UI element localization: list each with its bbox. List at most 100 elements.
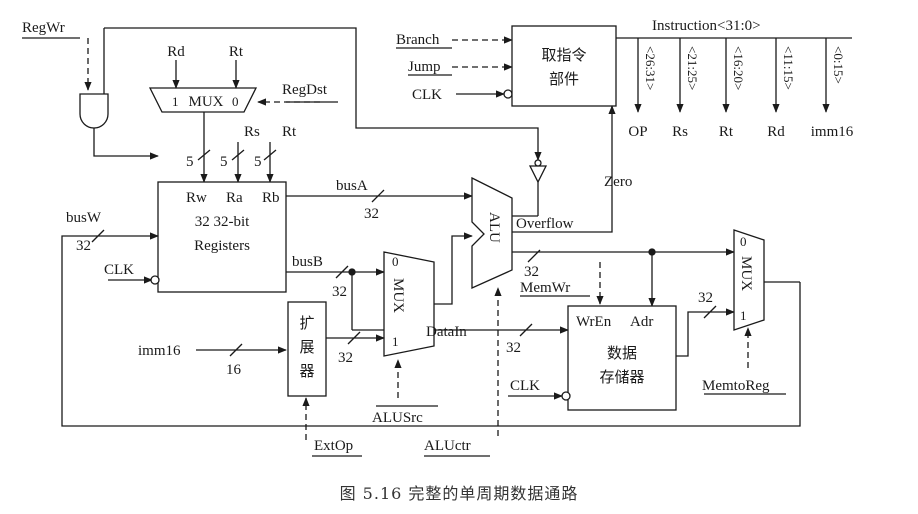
imm16-width-tick — [229, 343, 243, 357]
mem-clk-label: CLK — [510, 378, 540, 394]
field-bits-imm16: <0:15> — [831, 46, 846, 84]
rt-label: Rt — [282, 124, 297, 140]
rb-width: 5 — [254, 154, 262, 170]
and-gate — [79, 93, 109, 129]
field-bits-rs: <21:25> — [685, 46, 700, 90]
alusrc-mux-in0: 0 — [392, 254, 399, 269]
regfile-line2: Registers — [194, 238, 250, 254]
regdst-mux-in1: 1 — [172, 94, 179, 109]
rw-width: 5 — [186, 154, 194, 170]
rs-label: Rs — [244, 124, 260, 140]
alusrc-mux — [383, 251, 435, 357]
inverter — [528, 165, 548, 184]
register-file-box — [157, 181, 287, 293]
regwr-label: RegWr — [22, 20, 65, 36]
and-output-wire — [93, 128, 159, 160]
extender-char-3: 器 — [299, 362, 314, 380]
busw-label: busW — [66, 210, 102, 226]
memwr-label: MemWr — [520, 280, 570, 296]
fetch-clk-bubble — [503, 89, 513, 99]
figure-caption: 图 5.16 完整的单周期数据通路 — [339, 484, 579, 503]
mem-out-wire — [676, 308, 735, 357]
inverter-bubble — [534, 159, 542, 167]
field-name-rt: Rt — [719, 124, 734, 140]
busa-label: busA — [336, 178, 368, 194]
ra-width-tick — [231, 149, 245, 161]
zero-wire — [512, 105, 616, 233]
mem-out-width-tick — [703, 305, 717, 319]
rb-width-tick — [263, 149, 277, 161]
datain-width-tick — [519, 323, 533, 337]
ext-width-tick — [347, 331, 361, 345]
overflow-label: Overflow — [516, 216, 574, 232]
mem-adr: Adr — [630, 314, 653, 330]
regdst-mux-label: MUX — [188, 94, 223, 110]
regfile-clk-label: CLK — [104, 262, 134, 278]
regfile-clk-bubble — [150, 275, 160, 285]
busb-label: busB — [292, 254, 323, 270]
busw-width-tick — [91, 229, 105, 243]
ra-port: Ra — [226, 190, 243, 206]
fetch-unit-box — [511, 25, 617, 107]
busa-width-tick — [371, 189, 385, 203]
busb-junction — [348, 268, 356, 276]
busw-wire — [61, 232, 801, 427]
field-bits-rt: <16:20> — [731, 46, 746, 90]
busw-width: 32 — [76, 238, 91, 254]
regfile-line1: 32 32-bit — [195, 214, 250, 230]
ext-width: 32 — [338, 350, 353, 366]
alusrc-mux-label: MUX — [390, 278, 406, 313]
result-width: 32 — [524, 264, 539, 280]
overflow-feedback-wire — [104, 27, 542, 161]
fetch-unit-line1: 取指令 — [541, 46, 586, 64]
alusrc-mux-in1: 1 — [392, 334, 399, 349]
mem-line2: 存储器 — [599, 368, 644, 386]
rw-width-tick — [197, 149, 211, 161]
mux-top-rt: Rt — [229, 44, 244, 60]
field-name-rs: Rs — [672, 124, 688, 140]
mem-out-width: 32 — [698, 290, 713, 306]
mem-clk-bubble — [561, 391, 571, 401]
alu-shape — [471, 176, 513, 290]
memtoreg-mux-in0: 0 — [740, 234, 747, 249]
aluctr-label: ALUctr — [424, 438, 471, 454]
imm16-input-label: imm16 — [138, 343, 181, 359]
busb-width-tick — [335, 265, 349, 279]
extender-char-2: 展 — [299, 338, 314, 356]
branch-label: Branch — [396, 32, 440, 48]
regdst-mux — [148, 87, 258, 113]
extender-char-1: 扩 — [299, 314, 314, 332]
memtoreg-mux-label: MUX — [738, 256, 754, 291]
datapath-diagram: RegWr RegDst Branch Jump CLK 取指令 部件 Inst… — [22, 18, 854, 457]
memtoreg-label: MemtoReg — [702, 378, 770, 394]
memtoreg-mux-in1: 1 — [740, 308, 747, 323]
rb-port: Rb — [262, 190, 280, 206]
data-memory-box — [567, 305, 677, 411]
mem-wren: WrEn — [576, 314, 612, 330]
zero-label: Zero — [604, 174, 632, 190]
field-bits-rd: <11:15> — [781, 46, 796, 90]
rw-port: Rw — [186, 190, 207, 206]
alusrc-label: ALUSrc — [372, 410, 423, 426]
regdst-mux-in0: 0 — [232, 94, 239, 109]
result-width-tick — [527, 249, 541, 263]
ra-width: 5 — [220, 154, 228, 170]
fetch-unit-line2: 部件 — [549, 70, 579, 88]
alusrc-mux-to-alu — [434, 232, 473, 305]
memtoreg-mux — [733, 229, 765, 331]
busb-width: 32 — [332, 284, 347, 300]
imm16-width: 16 — [226, 362, 242, 378]
busa-width: 32 — [364, 206, 379, 222]
extop-label: ExtOp — [314, 438, 353, 454]
mem-line1: 数据 — [607, 344, 637, 362]
field-name-imm16: imm16 — [811, 124, 854, 140]
regdst-label: RegDst — [282, 82, 328, 98]
datain-width: 32 — [506, 340, 521, 356]
instruction-label: Instruction<31:0> — [652, 18, 761, 34]
field-name-op: OP — [628, 124, 647, 140]
extender-box — [287, 301, 327, 397]
fetch-clk-label: CLK — [412, 87, 442, 103]
jump-label: Jump — [408, 59, 441, 75]
field-name-rd: Rd — [767, 124, 785, 140]
field-bits-op: <26:31> — [643, 46, 658, 90]
